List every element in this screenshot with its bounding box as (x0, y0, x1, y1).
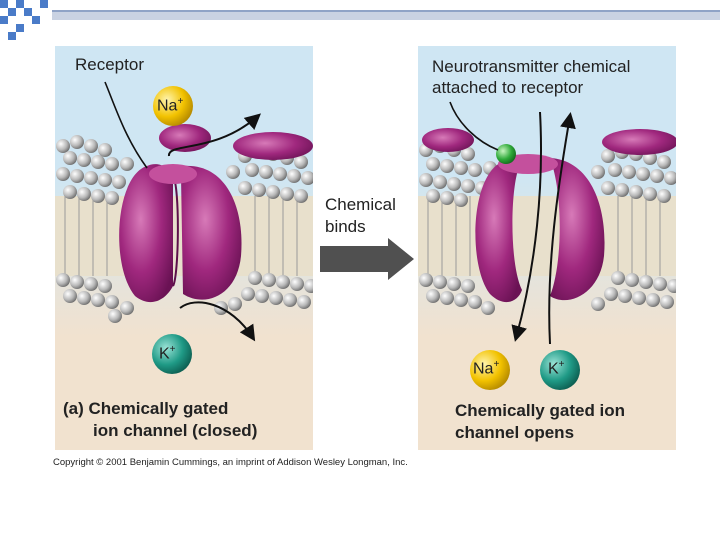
potassium-flow-arrow (548, 112, 576, 345)
panel-a-caption-line2: ion channel (closed) (93, 421, 258, 440)
panel-b-title-line1: Neurotransmitter chemical (432, 57, 631, 76)
ion-channel-open (475, 154, 605, 303)
chemical-binds-line2: binds (325, 217, 366, 236)
receptor-label: Receptor (75, 55, 144, 74)
panel-b-title-line2: attached to receptor (432, 78, 584, 97)
slide-decoration (0, 0, 720, 40)
open-channel-illustration (418, 101, 676, 390)
lipid-heads-lower (419, 271, 676, 315)
sodium-flow-arrow (511, 111, 542, 342)
transition-arrow (320, 238, 414, 280)
potassium-path-arrow (179, 301, 256, 342)
panel-a-caption-line1: (a) Chemically gated (63, 399, 229, 418)
lipid-heads-lower (56, 271, 313, 323)
lipid-tails (427, 196, 661, 276)
panel-open-channel: Neurotransmitter chemical attached to re… (418, 46, 676, 450)
sodium-ion (470, 350, 510, 390)
panel-b-caption-line2: channel opens (455, 423, 575, 442)
copyright-notice: Copyright © 2001 Benjamin Cummings, an i… (53, 457, 408, 468)
potassium-ion (152, 334, 192, 374)
ion-channel-closed (119, 164, 242, 303)
receptor-pointer (104, 81, 148, 169)
neurotransmitter-molecule (496, 144, 516, 164)
sodium-ion (153, 86, 193, 126)
sodium-path-arrow (168, 113, 261, 157)
potassium-ion (540, 350, 580, 390)
panel-closed-channel: Receptor Na+ K+ (a) Chemically gated ion… (55, 46, 313, 450)
closed-channel-illustration (55, 81, 313, 374)
lipid-tails (64, 196, 298, 276)
chemical-binds-line1: Chemical (325, 195, 396, 214)
neurotransmitter-pointer (449, 101, 499, 151)
sodium-ion-label: Na+ (473, 359, 500, 378)
potassium-ion-label: K+ (159, 344, 176, 363)
sodium-ion-label: Na+ (157, 96, 184, 115)
potassium-ion-label: K+ (548, 359, 565, 378)
panel-b-caption-line1: Chemically gated ion (455, 401, 626, 420)
